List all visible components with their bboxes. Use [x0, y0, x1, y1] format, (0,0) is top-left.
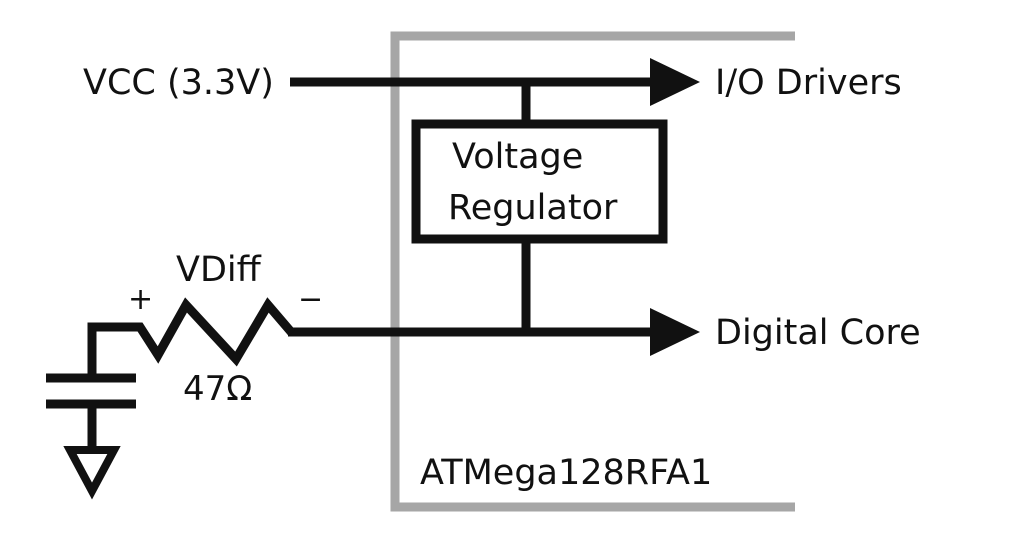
resistor-zigzag — [87, 297, 296, 378]
vdiff-label: VDiff — [176, 250, 261, 290]
ground-symbol — [63, 446, 121, 500]
vcc-label: VCC (3.3V) — [83, 63, 274, 103]
plus-sign: + — [128, 282, 154, 317]
chip-name-label: ATMega128RFA1 — [420, 453, 713, 493]
minus-sign: − — [298, 282, 324, 317]
chip-outline — [390, 31, 795, 512]
resistance-label: 47Ω — [183, 369, 253, 409]
digital-core-arrowhead — [650, 308, 700, 356]
io-drivers-label: I/O Drivers — [715, 63, 902, 103]
regulator-label-line2: Regulator — [448, 188, 618, 228]
voltage-regulator-box — [411, 119, 668, 244]
digital-core-label: Digital Core — [715, 313, 921, 353]
io-drivers-arrowhead — [650, 58, 700, 106]
regulator-label-line1: Voltage — [452, 137, 584, 177]
